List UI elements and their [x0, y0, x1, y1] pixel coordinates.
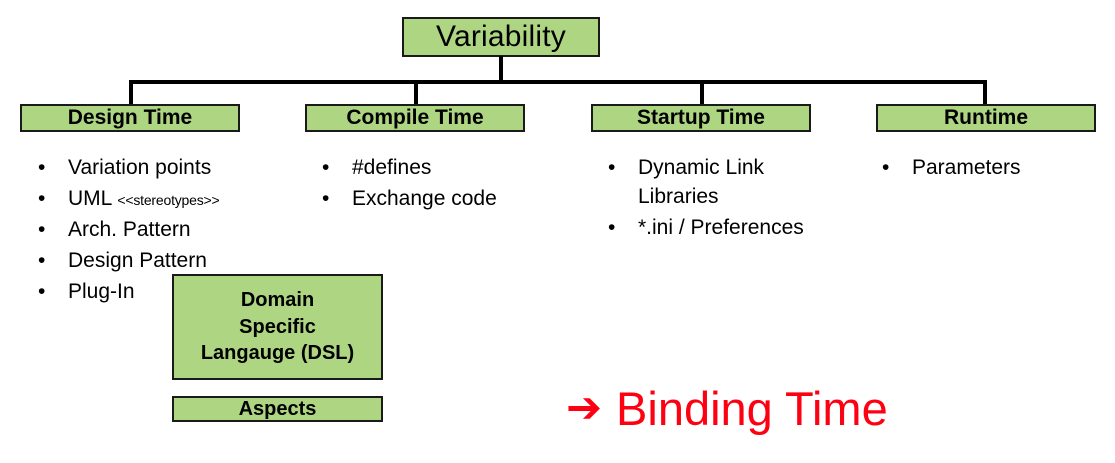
- aspects-box-label: Aspects: [238, 397, 317, 420]
- list-item: • Arch. Pattern: [38, 216, 288, 245]
- list-item-label: Exchange code: [352, 186, 497, 210]
- branch-header-label: Runtime: [944, 106, 1028, 129]
- branch-header-runtime: Runtime: [876, 104, 1096, 132]
- branch-header-label: Compile Time: [346, 106, 484, 129]
- list-item: • Design Pattern: [38, 247, 288, 276]
- bullet-glyph: •: [322, 156, 330, 179]
- list-item-label: Parameters: [912, 156, 1021, 179]
- right-arrow-icon: ➔: [566, 383, 603, 433]
- list-item-label: Plug-In: [68, 279, 135, 303]
- dsl-box-line-3: Langauge (DSL): [200, 342, 355, 365]
- list-item-note: <<stereotypes>>: [117, 191, 220, 208]
- root-box-variability: Variability: [402, 17, 600, 57]
- dsl-box: Domain Specific Langauge (DSL): [172, 274, 383, 380]
- bullet-glyph: •: [38, 279, 46, 303]
- list-item-label: Arch. Pattern: [68, 217, 191, 241]
- dsl-box-line-1: Domain: [240, 289, 315, 312]
- list-item-label: *.ini / Preferences: [638, 215, 804, 239]
- list-item-label: #defines: [352, 156, 432, 179]
- list-item: • Exchange code: [322, 185, 572, 214]
- bullet-list-runtime: • Parameters: [882, 154, 1102, 185]
- bullet-glyph: •: [608, 156, 616, 179]
- list-item: • Variation points: [38, 154, 288, 183]
- bullet-glyph: •: [38, 217, 46, 241]
- list-item-label: Variation points: [68, 156, 212, 179]
- connector-drop-runtime: [983, 80, 987, 105]
- list-item: • #defines: [322, 154, 572, 183]
- list-item: • Dynamic Link Libraries: [608, 154, 863, 212]
- connector-drop-startup-time: [700, 80, 704, 105]
- list-item: • *.ini / Preferences: [608, 214, 863, 243]
- aspects-box: Aspects: [172, 396, 383, 422]
- bullet-list-startup-time: • Dynamic Link Libraries • *.ini / Prefe…: [608, 154, 863, 245]
- connector-drop-compile-time: [414, 80, 418, 105]
- bullet-list-compile-time: • #defines • Exchange code: [322, 154, 572, 216]
- dsl-box-line-2: Specific: [239, 315, 316, 338]
- root-box-label: Variability: [435, 20, 567, 53]
- branch-header-label: Design Time: [67, 106, 193, 129]
- list-item-text: UML: [68, 186, 112, 210]
- list-item: • Parameters: [882, 154, 1102, 183]
- list-item-label: UML <<stereotypes>>: [68, 185, 288, 214]
- bullet-list-design-time: • Variation points • UML <<stereotypes>>…: [38, 154, 288, 309]
- branch-header-label: Startup Time: [637, 106, 765, 129]
- list-item: • UML <<stereotypes>>: [38, 185, 288, 214]
- branch-header-design-time: Design Time: [20, 104, 240, 132]
- bullet-glyph: •: [322, 186, 330, 210]
- bullet-glyph: •: [38, 156, 46, 179]
- branch-header-startup-time: Startup Time: [591, 104, 811, 132]
- bullet-glyph: •: [38, 248, 46, 272]
- connector-root-stem: [499, 56, 503, 84]
- list-item-label: Design Pattern: [68, 248, 207, 272]
- list-item-label: Dynamic Link Libraries: [638, 156, 765, 208]
- bullet-glyph: •: [882, 156, 890, 179]
- bullet-glyph: •: [608, 215, 616, 239]
- binding-time-callout: ➔ Binding Time: [566, 381, 888, 436]
- list-item: • Plug-In: [38, 278, 288, 307]
- bullet-glyph: •: [38, 186, 46, 210]
- connector-drop-design-time: [129, 80, 133, 105]
- connector-horizontal-bus: [129, 80, 987, 84]
- branch-header-compile-time: Compile Time: [305, 104, 525, 132]
- binding-time-label: Binding Time: [616, 382, 888, 435]
